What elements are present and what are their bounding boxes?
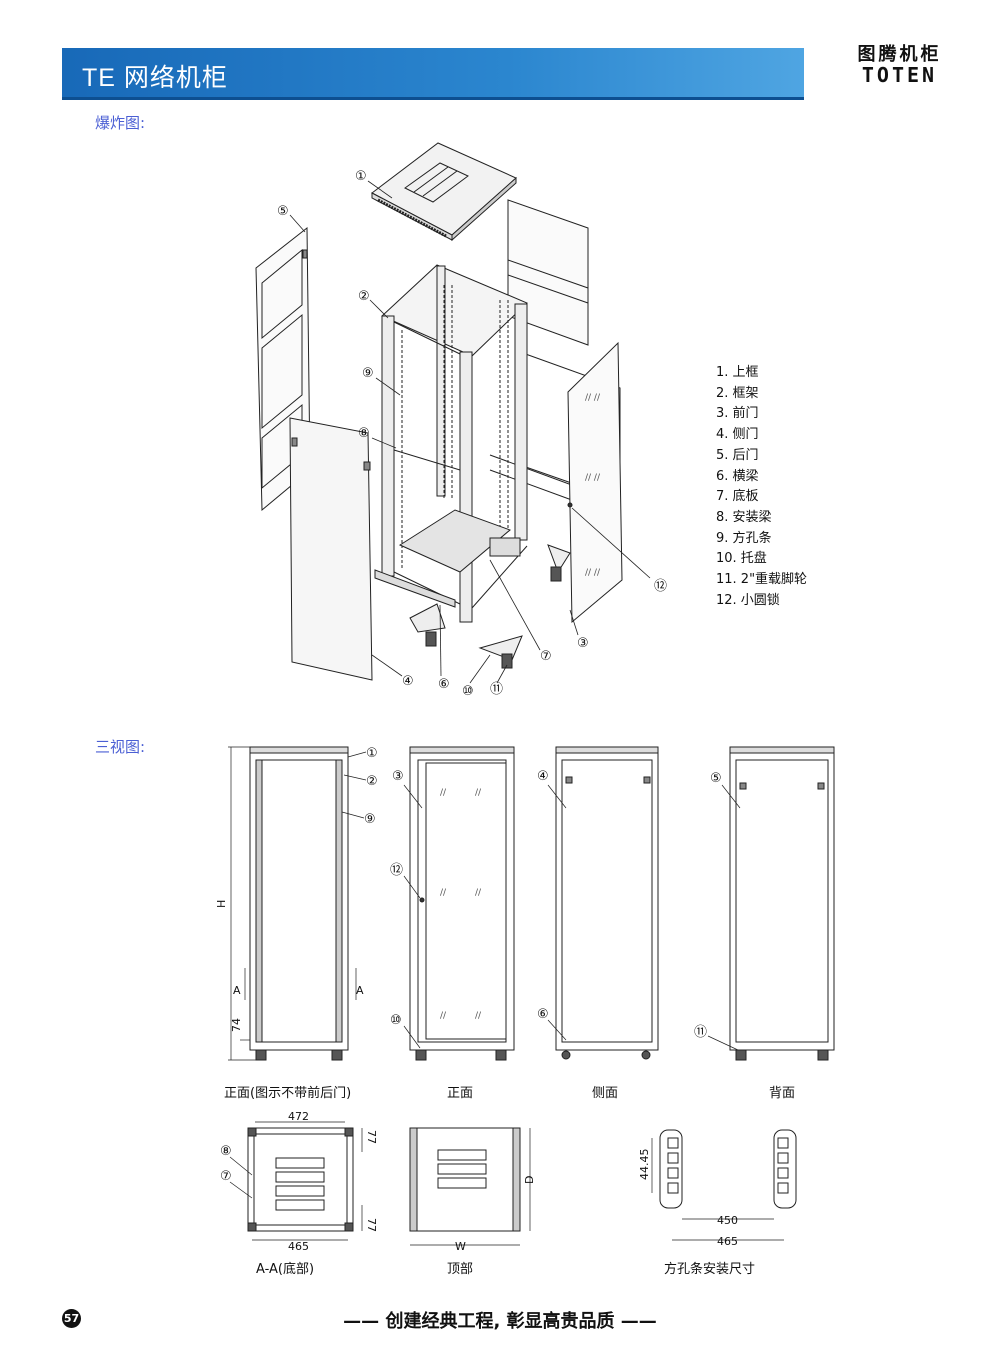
dim-depth: D [523, 1176, 536, 1184]
footer-slogan: —— 创建经典工程, 彰显高贵品质 —— [343, 1311, 657, 1332]
dim-height: H [215, 900, 228, 908]
back-view: ⑤ ⑪ [694, 746, 835, 1061]
callout-10: ⑩ [390, 1013, 402, 1028]
side-view: ④ ⑥ [537, 746, 659, 1060]
caption-side: 侧面 [592, 1086, 619, 1101]
dim-width-465: 465 [288, 1240, 309, 1253]
callout-9: ⑨ [364, 812, 376, 827]
svg-text://: // [440, 788, 447, 798]
rail-dimension-view: 44.45 450 465 [638, 1129, 797, 1248]
dim-rail-inner: 450 [717, 1214, 738, 1227]
callout-12: ⑫ [654, 579, 667, 594]
brand-name-en: TOTEN [861, 63, 938, 87]
dim-width-472: 472 [288, 1110, 309, 1123]
callout-1: ① [355, 169, 367, 184]
parts-list-item: 2. 框架 [716, 385, 759, 401]
frame-part [381, 264, 528, 623]
callout-3: ③ [577, 636, 589, 651]
parts-list-item: 10. 托盘 [716, 551, 767, 567]
caption-rail-size: 方孔条安装尺寸 [664, 1262, 756, 1277]
section-mark-right: A [356, 984, 364, 997]
callout-6: ⑥ [537, 1007, 549, 1022]
callout-9: ⑨ [362, 366, 374, 381]
svg-text://: // [440, 888, 447, 898]
dim-width-w: W [455, 1240, 466, 1253]
svg-text:// //: // // [585, 393, 601, 403]
callout-10: ⑩ [462, 684, 474, 699]
front-view-no-doors: H A A 74 ① ② ⑨ [215, 746, 378, 1061]
parts-list-item: 4. 侧门 [716, 427, 759, 443]
callout-1: ① [366, 746, 378, 761]
callout-7: ⑦ [540, 649, 552, 664]
parts-list-item: 7. 底板 [716, 489, 759, 505]
callout-2: ② [366, 774, 378, 789]
top-view: D W [409, 1127, 536, 1253]
beam-part [374, 569, 456, 608]
callout-4: ④ [537, 769, 549, 784]
callout-5: ⑤ [277, 204, 289, 219]
front-door-part: // // // // // // [567, 341, 623, 624]
dim-base-offset: 74 [230, 1018, 243, 1032]
caption-section-aa: A-A(底部) [256, 1262, 315, 1277]
parts-list: 1. 上框 2. 框架 3. 前门 4. 侧门 5. 后门 6. 横梁 7. 底… [716, 363, 807, 611]
top-frame-part [371, 142, 517, 242]
callout-12: ⑫ [390, 863, 403, 878]
callout-11: ⑪ [490, 682, 503, 697]
parts-list-item: 9. 方孔条 [716, 530, 772, 546]
callout-8: ⑧ [220, 1144, 232, 1159]
brand-name-cn: 图腾机柜 [857, 44, 942, 65]
parts-list-item: 8. 安装梁 [716, 509, 772, 525]
dim-rail-outer: 465 [717, 1235, 738, 1248]
callout-6: ⑥ [438, 677, 450, 692]
page-number: 57 [62, 1309, 81, 1328]
callout-2: ② [358, 289, 370, 304]
parts-list-item: 12. 小圆锁 [716, 592, 780, 608]
leader-lines [289, 180, 651, 684]
svg-text://: // [475, 788, 482, 798]
callout-4: ④ [402, 674, 414, 689]
svg-text://: // [440, 1011, 447, 1021]
callout-8: ⑧ [358, 426, 370, 441]
caption-front-no-doors: 正面(图示不带前后门) [224, 1086, 352, 1101]
dim-edge-top: 77 [365, 1130, 378, 1144]
brand-logo: 图腾机柜 TOTEN [852, 44, 947, 87]
callout-7: ⑦ [220, 1169, 232, 1184]
dim-pitch: 44.45 [638, 1149, 651, 1181]
svg-text:// //: // // [585, 568, 601, 578]
exploded-view-label: 爆炸图: [95, 114, 146, 132]
svg-text://: // [475, 1011, 482, 1021]
caption-back: 背面 [769, 1086, 796, 1101]
dim-edge-bottom: 77 [365, 1218, 378, 1232]
parts-list-item: 3. 前门 [716, 406, 759, 422]
header-banner: TE 网络机柜 [62, 48, 804, 100]
section-mark-left: A [233, 984, 241, 997]
caption-front: 正面 [447, 1086, 474, 1101]
caster-part [409, 544, 571, 669]
three-view-label: 三视图: [95, 738, 146, 756]
parts-list-item: 11. 2"重载脚轮 [716, 572, 808, 588]
page-title: TE 网络机柜 [82, 64, 228, 92]
caption-top: 顶部 [447, 1262, 474, 1277]
exploded-view: // // // // // // [255, 142, 667, 699]
exploded-callouts: ① ⑤ ② ⑨ ⑧ ⑫ ③ ④ ⑥ ⑦ ⑩ ⑪ [277, 169, 667, 699]
parts-list-item: 1. 上框 [716, 365, 759, 380]
front-view: // // // // // // ③ ⑫ ⑩ [390, 746, 515, 1061]
svg-text:// //: // // [585, 473, 601, 483]
callout-3: ③ [392, 769, 404, 784]
side-door-part [289, 417, 373, 681]
svg-text://: // [475, 888, 482, 898]
section-aa-view: 472 465 77 77 ⑧ ⑦ [220, 1110, 378, 1253]
parts-list-item: 6. 横梁 [716, 468, 759, 484]
callout-5: ⑤ [710, 771, 722, 786]
callout-11: ⑪ [694, 1025, 707, 1040]
parts-list-item: 5. 后门 [716, 447, 759, 463]
